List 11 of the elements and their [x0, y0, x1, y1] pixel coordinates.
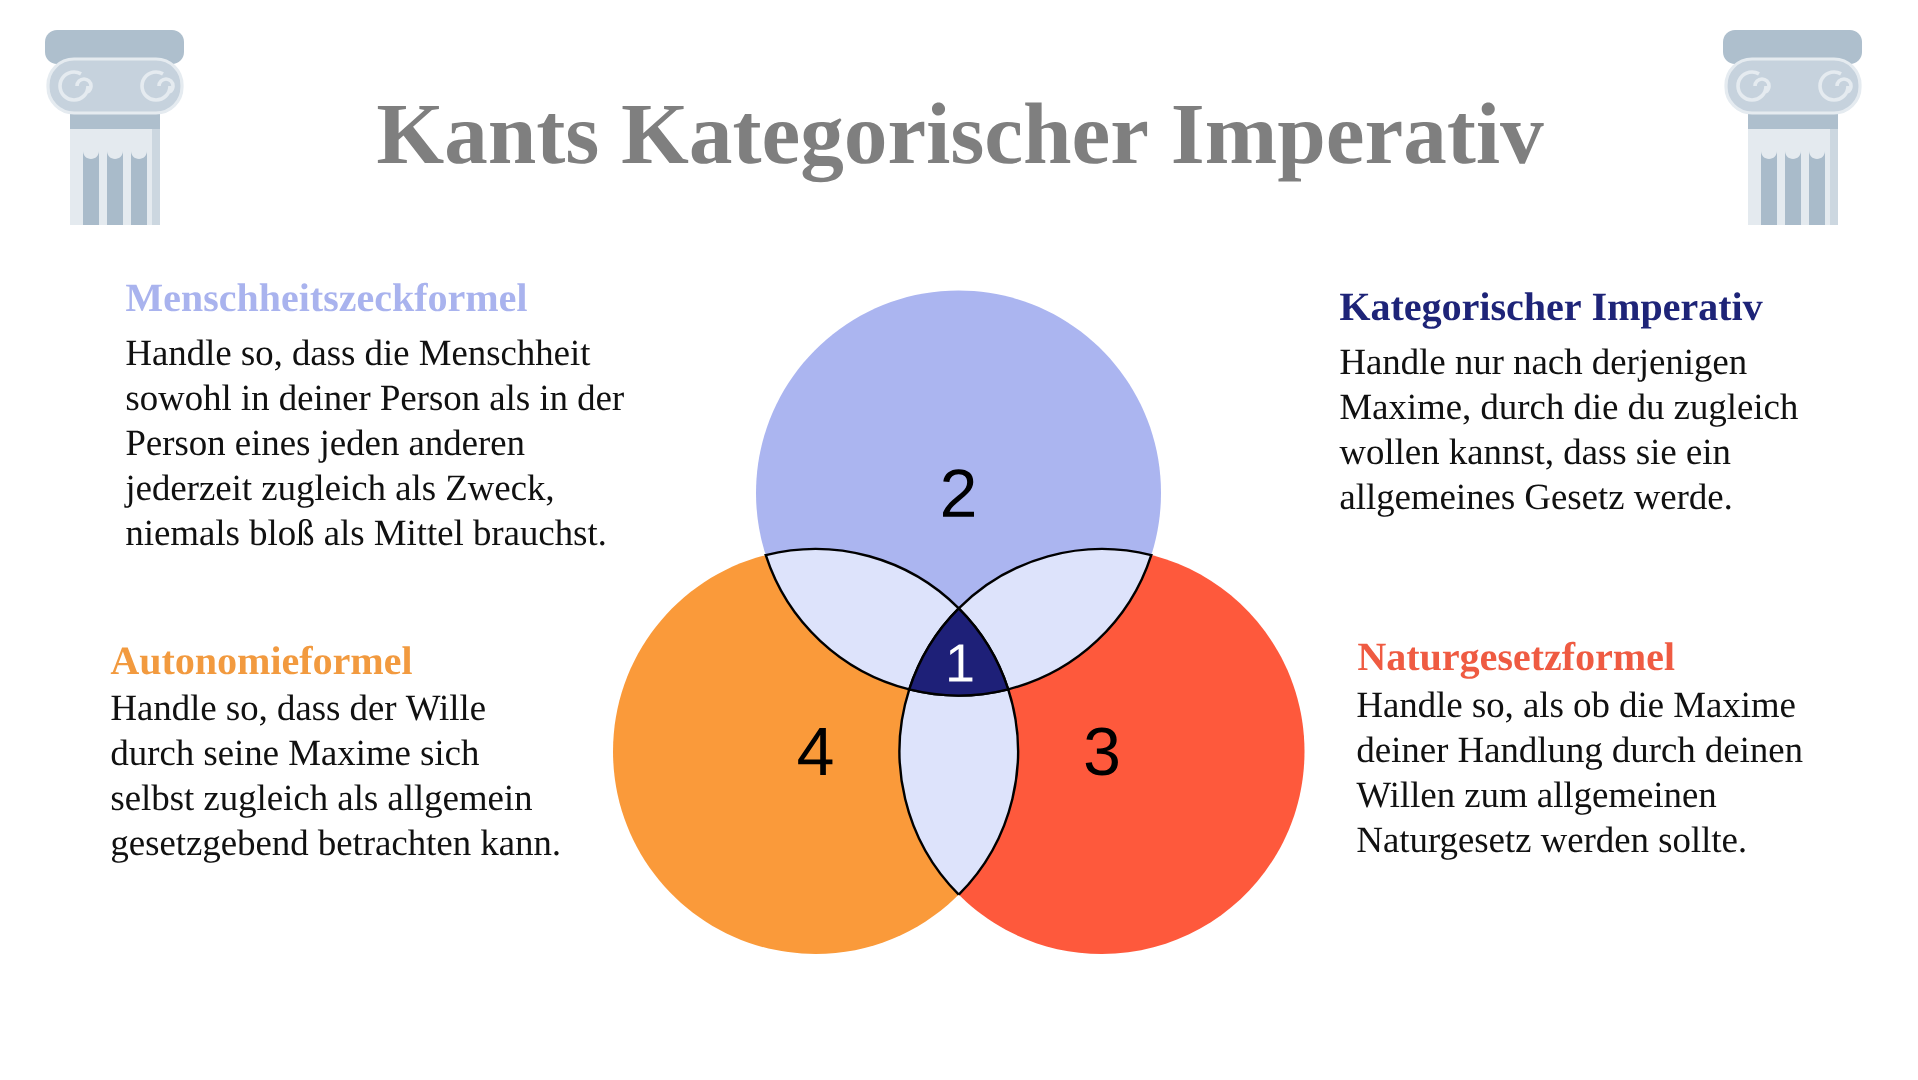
title: Kants Kategorischer Imperativ: [377, 102, 1544, 183]
paragraph: Handle nur nach derjenigen Maxime, durch die du zugleich wollen kannst, dass sie ein allgemeines Gesetz werde.: [1339, 348, 1798, 517]
heading: Autonomieformel: [110, 645, 412, 675]
paragraph: Handle so, dass der Wille durch seine Maxime sich selbst zugleich als allgemein gesetzgebend betrachten kann.: [111, 694, 559, 863]
heading: Menschheitszeckformel: [126, 282, 527, 312]
heading: Naturgesetzformel: [1358, 641, 1675, 679]
paragraph: Handle so, dass die Menschheit sowohl in deiner Person als in der Person eines jeden anderen jederzeit zugleich als Zweck, niemals bloß als Mittel brauchst.: [124, 339, 624, 546]
venn-center-region: 1: [908, 607, 1010, 697]
heading: Kategorischer Imperativ: [1340, 292, 1763, 329]
overlap-region: [898, 688, 1020, 896]
paragraph: Handle so, als ob die Maxime deiner Handlung durch deinen Willen zum allgemeinen Naturgesetz werden sollte.: [1356, 691, 1803, 860]
